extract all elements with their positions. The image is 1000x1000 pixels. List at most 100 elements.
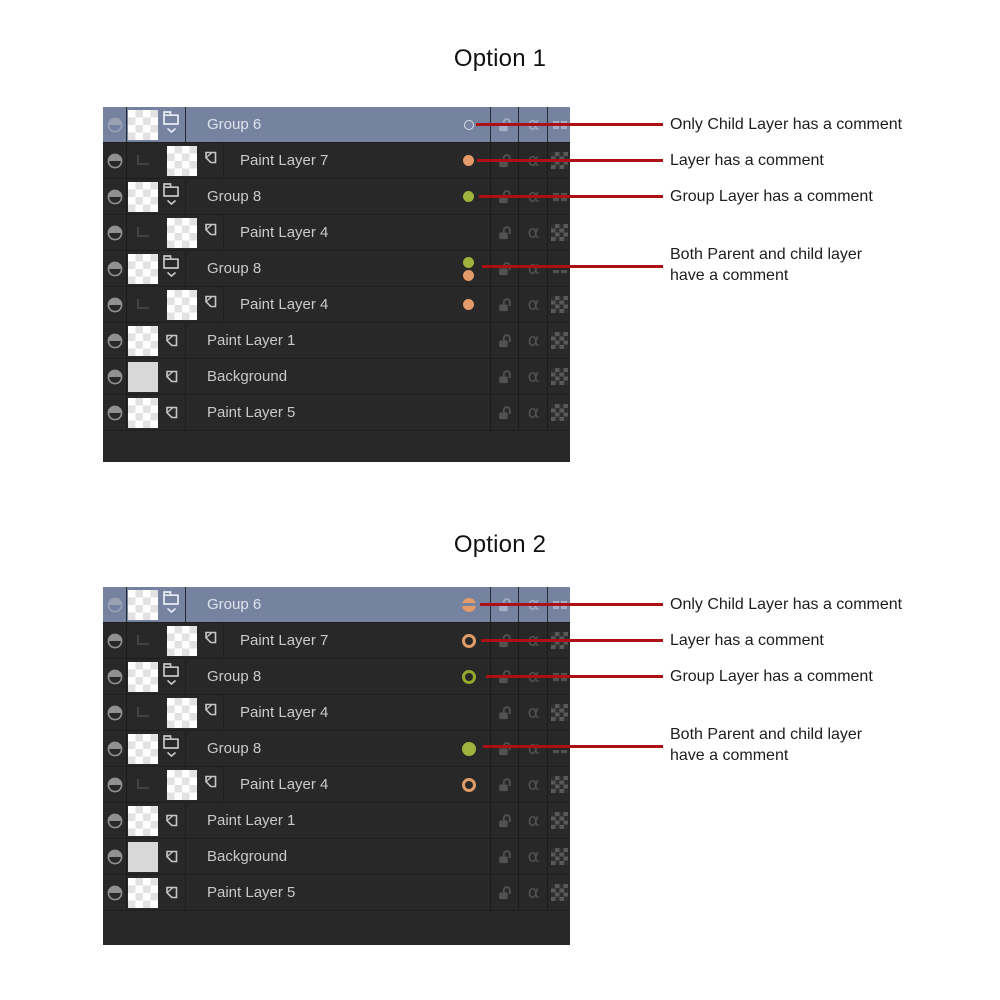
alpha-lock-toggle[interactable]: α [518, 287, 548, 322]
inherit-alpha-toggle[interactable] [547, 215, 571, 250]
inherit-alpha-toggle[interactable] [547, 695, 571, 730]
alpha-lock-toggle[interactable]: α [518, 875, 548, 910]
layer-thumbnail[interactable] [128, 734, 158, 764]
alpha-lock-toggle[interactable]: α [518, 767, 548, 802]
visibility-toggle[interactable] [103, 359, 127, 394]
inherit-alpha-toggle[interactable] [547, 395, 571, 430]
visibility-toggle[interactable] [103, 695, 127, 730]
layer-name[interactable]: Paint Layer 4 [240, 776, 329, 793]
lock-toggle[interactable] [490, 395, 519, 430]
layer-row-paintlayer5[interactable]: Paint Layer 5 α [103, 395, 570, 431]
layer-name[interactable]: Paint Layer 1 [207, 812, 296, 829]
layer-name[interactable]: Paint Layer 1 [207, 332, 296, 349]
lock-toggle[interactable] [490, 839, 519, 874]
lock-toggle[interactable] [490, 875, 519, 910]
visibility-toggle[interactable] [103, 731, 127, 766]
lock-toggle[interactable] [490, 251, 519, 286]
layer-row-paintlayer4b[interactable]: Paint Layer 4 α [103, 287, 570, 323]
visibility-toggle[interactable] [103, 875, 127, 910]
layer-row-paintlayer5[interactable]: Paint Layer 5 α [103, 875, 570, 911]
inherit-alpha-toggle[interactable] [547, 323, 571, 358]
inherit-alpha-toggle[interactable] [547, 803, 571, 838]
layer-name[interactable]: Group 8 [207, 668, 262, 685]
layer-name[interactable]: Paint Layer 7 [240, 152, 329, 169]
layer-thumbnail[interactable] [167, 146, 197, 176]
layer-thumbnail[interactable] [128, 362, 158, 392]
layer-name[interactable]: Paint Layer 4 [240, 224, 329, 241]
lock-toggle[interactable] [490, 695, 519, 730]
alpha-lock-toggle[interactable]: α [518, 731, 548, 766]
visibility-toggle[interactable] [103, 839, 127, 874]
alpha-lock-toggle[interactable]: α [518, 359, 548, 394]
visibility-toggle[interactable] [103, 287, 127, 322]
layer-thumbnail[interactable] [128, 182, 158, 212]
alpha-lock-toggle[interactable]: α [518, 395, 548, 430]
layer-name[interactable]: Background [207, 848, 288, 865]
layer-thumbnail[interactable] [128, 806, 158, 836]
lock-toggle[interactable] [490, 287, 519, 322]
layer-name[interactable]: Paint Layer 5 [207, 884, 296, 901]
inherit-alpha-toggle[interactable] [547, 359, 571, 394]
visibility-toggle[interactable] [103, 395, 127, 430]
inherit-alpha-toggle[interactable] [547, 287, 571, 322]
layer-thumbnail[interactable] [128, 326, 158, 356]
passthrough-toggle[interactable] [547, 251, 571, 286]
visibility-toggle[interactable] [103, 323, 127, 358]
alpha-lock-toggle[interactable]: α [518, 839, 548, 874]
layer-row-group6[interactable]: Group 6 α [103, 587, 570, 623]
layer-name[interactable]: Group 6 [207, 116, 262, 133]
layer-name[interactable]: Paint Layer 4 [240, 296, 329, 313]
layer-row-paintlayer1[interactable]: Paint Layer 1 α [103, 803, 570, 839]
alpha-lock-toggle[interactable]: α [518, 323, 548, 358]
layer-thumbnail[interactable] [167, 626, 197, 656]
layer-row-background[interactable]: Background α [103, 359, 570, 395]
layer-name[interactable]: Group 6 [207, 596, 262, 613]
layer-thumbnail[interactable] [167, 290, 197, 320]
visibility-toggle[interactable] [103, 179, 127, 214]
layer-name[interactable]: Paint Layer 7 [240, 632, 329, 649]
visibility-toggle[interactable] [103, 623, 127, 658]
visibility-toggle[interactable] [103, 803, 127, 838]
lock-toggle[interactable] [490, 803, 519, 838]
passthrough-toggle[interactable] [547, 731, 571, 766]
visibility-toggle[interactable] [103, 215, 127, 250]
layer-thumbnail[interactable] [167, 698, 197, 728]
layer-row-paintlayer4[interactable]: Paint Layer 4 α [103, 695, 570, 731]
layer-thumbnail[interactable] [128, 398, 158, 428]
layer-row-paintlayer4b[interactable]: Paint Layer 4 α [103, 767, 570, 803]
layer-name[interactable]: Background [207, 368, 288, 385]
visibility-toggle[interactable] [103, 659, 127, 694]
visibility-toggle[interactable] [103, 251, 127, 286]
layer-name[interactable]: Group 8 [207, 740, 262, 757]
layer-thumbnail[interactable] [128, 842, 158, 872]
layer-thumbnail[interactable] [167, 218, 197, 248]
layer-thumbnail[interactable] [128, 110, 158, 140]
layer-thumbnail[interactable] [128, 662, 158, 692]
alpha-lock-toggle[interactable]: α [518, 803, 548, 838]
layer-row-group8-both[interactable]: Group 8 α [103, 251, 570, 287]
layer-thumbnail[interactable] [128, 590, 158, 620]
visibility-toggle[interactable] [103, 587, 127, 622]
inherit-alpha-toggle[interactable] [547, 839, 571, 874]
layer-row-paintlayer1[interactable]: Paint Layer 1 α [103, 323, 570, 359]
lock-toggle[interactable] [490, 731, 519, 766]
layer-row-background[interactable]: Background α [103, 839, 570, 875]
layer-thumbnail[interactable] [128, 878, 158, 908]
layer-name[interactable]: Group 8 [207, 260, 262, 277]
layer-name[interactable]: Group 8 [207, 188, 262, 205]
layer-name[interactable]: Paint Layer 4 [240, 704, 329, 721]
visibility-toggle[interactable] [103, 143, 127, 178]
layer-thumbnail[interactable] [167, 770, 197, 800]
lock-toggle[interactable] [490, 215, 519, 250]
lock-toggle[interactable] [490, 323, 519, 358]
alpha-lock-toggle[interactable]: α [518, 251, 548, 286]
layer-name[interactable]: Paint Layer 5 [207, 404, 296, 421]
inherit-alpha-toggle[interactable] [547, 767, 571, 802]
lock-toggle[interactable] [490, 767, 519, 802]
layer-thumbnail[interactable] [128, 254, 158, 284]
visibility-toggle[interactable] [103, 767, 127, 802]
layer-row-group8-both[interactable]: Group 8 α [103, 731, 570, 767]
visibility-toggle[interactable] [103, 107, 127, 142]
lock-toggle[interactable] [490, 359, 519, 394]
inherit-alpha-toggle[interactable] [547, 875, 571, 910]
